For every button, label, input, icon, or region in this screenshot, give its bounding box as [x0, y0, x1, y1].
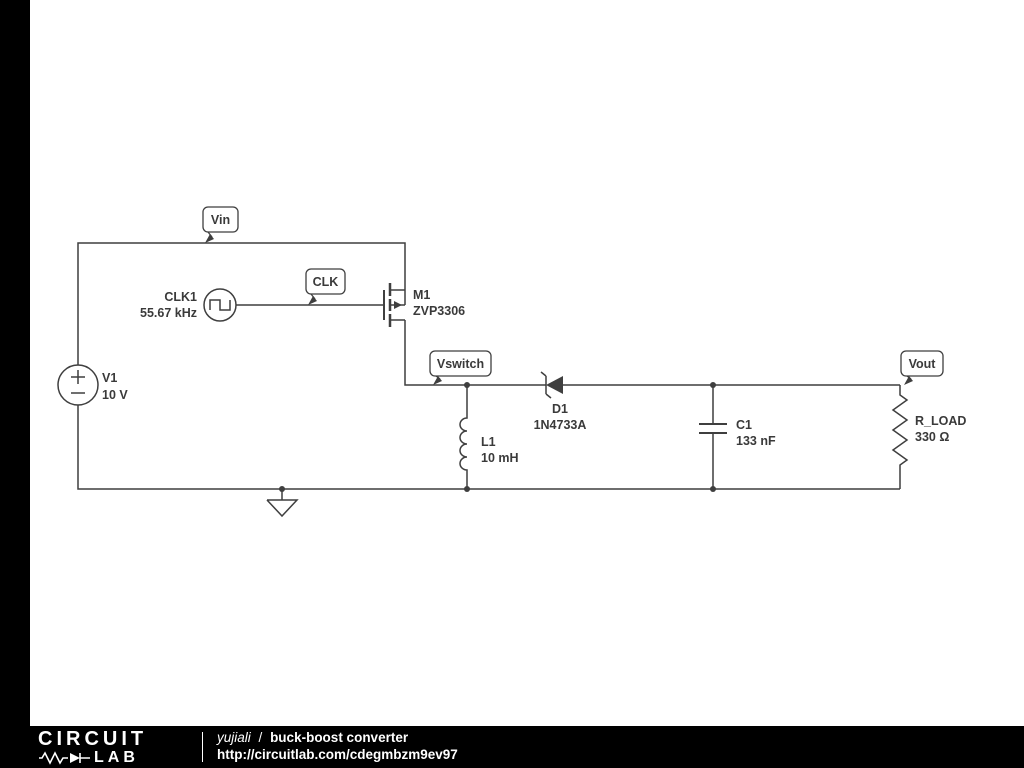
logo-circuit-glyph-icon	[39, 750, 90, 765]
capacitor-c1[interactable]	[699, 385, 727, 489]
vout-label: Vout	[909, 357, 937, 371]
wire-vin-rail	[77, 242, 406, 365]
rload-name-label: R_LOAD	[915, 414, 966, 428]
circuitlab-logo[interactable]: CIRCUIT LAB	[38, 729, 198, 766]
rload-value-label: 330 Ω	[915, 430, 949, 444]
c1-name-label: C1	[736, 418, 752, 432]
flag-tail	[310, 293, 316, 300]
l1-name-label: L1	[481, 435, 496, 449]
inductor-coil	[459, 385, 468, 489]
clk1-value-label: 55.67 kHz	[140, 306, 197, 320]
circuit-title: buck-boost converter	[270, 730, 409, 746]
clock-source-clk1[interactable]	[203, 288, 237, 322]
v1-value-label: 10 V	[102, 388, 128, 402]
capacitor-plates	[699, 423, 727, 434]
zener-diode-d1[interactable]	[540, 371, 563, 399]
m1-value-label: ZVP3306	[413, 304, 465, 318]
l1-value-label: 10 mH	[481, 451, 519, 465]
square-wave-icon	[209, 299, 231, 311]
clk-label: CLK	[313, 275, 339, 289]
junction-dots	[279, 382, 716, 492]
footer-divider	[202, 732, 203, 762]
mosfet-body-arrow-icon	[394, 301, 402, 309]
flag-box[interactable]	[202, 206, 239, 233]
flag-tail	[207, 231, 213, 238]
flag-box[interactable]	[305, 268, 346, 295]
circuit-title-line: yujiali / buck-boost converter	[217, 730, 458, 747]
voltage-source-body[interactable]	[57, 364, 99, 406]
net-flag-vin[interactable]: Vin	[202, 206, 239, 243]
vin-label: Vin	[211, 213, 230, 227]
ground-symbol[interactable]	[266, 489, 299, 518]
voltage-source-v1[interactable]	[57, 364, 99, 406]
footer-bar: CIRCUIT LAB yujiali / buck-boost convert…	[0, 726, 1024, 768]
c1-value-label: 133 nF	[736, 434, 776, 448]
net-flag-vswitch[interactable]: Vswitch	[429, 350, 492, 385]
resistor-zigzag	[891, 385, 909, 489]
circuit-url-link[interactable]: http://circuitlab.com/cdegmbzm9ev97	[217, 747, 458, 762]
wire-ground-rail	[77, 405, 900, 490]
author-name[interactable]: yujiali	[217, 730, 251, 746]
diode-triangle	[546, 376, 563, 394]
wires	[77, 242, 900, 490]
clock-source-body[interactable]	[203, 288, 237, 322]
inductor-l1[interactable]	[459, 385, 468, 489]
net-flag-vout[interactable]: Vout	[900, 350, 944, 385]
left-black-strip	[0, 0, 30, 768]
flag-pointer-icon	[205, 234, 214, 243]
flag-pointer-icon	[308, 296, 317, 305]
m1-name-label: M1	[413, 288, 430, 302]
clk1-name-label: CLK1	[164, 290, 197, 304]
vswitch-label: Vswitch	[437, 357, 484, 371]
ground-triangle-icon	[266, 489, 299, 518]
resistor-rload[interactable]	[891, 385, 909, 489]
mosfet-m1[interactable]	[383, 283, 406, 327]
net-flag-clk[interactable]: CLK	[305, 268, 346, 305]
d1-name-label: D1	[552, 402, 568, 416]
flag-box[interactable]	[429, 350, 492, 377]
title-separator: /	[258, 730, 263, 746]
v1-name-label: V1	[102, 371, 117, 385]
mosfet-terminals	[390, 289, 406, 321]
logo-circuit-text: CIRCUIT	[38, 727, 148, 750]
logo-lab-text: LAB	[94, 748, 139, 766]
plus-sign	[71, 370, 85, 384]
d1-value-label: 1N4733A	[534, 418, 587, 432]
flag-box[interactable]	[900, 350, 944, 377]
wire-vswitch-node	[404, 320, 546, 386]
zener-cathode-bar	[540, 371, 552, 399]
circuit-schematic: V1 10 V CLK1 55.67 kHz M1 ZVP3306 D1 1N4…	[57, 206, 966, 518]
